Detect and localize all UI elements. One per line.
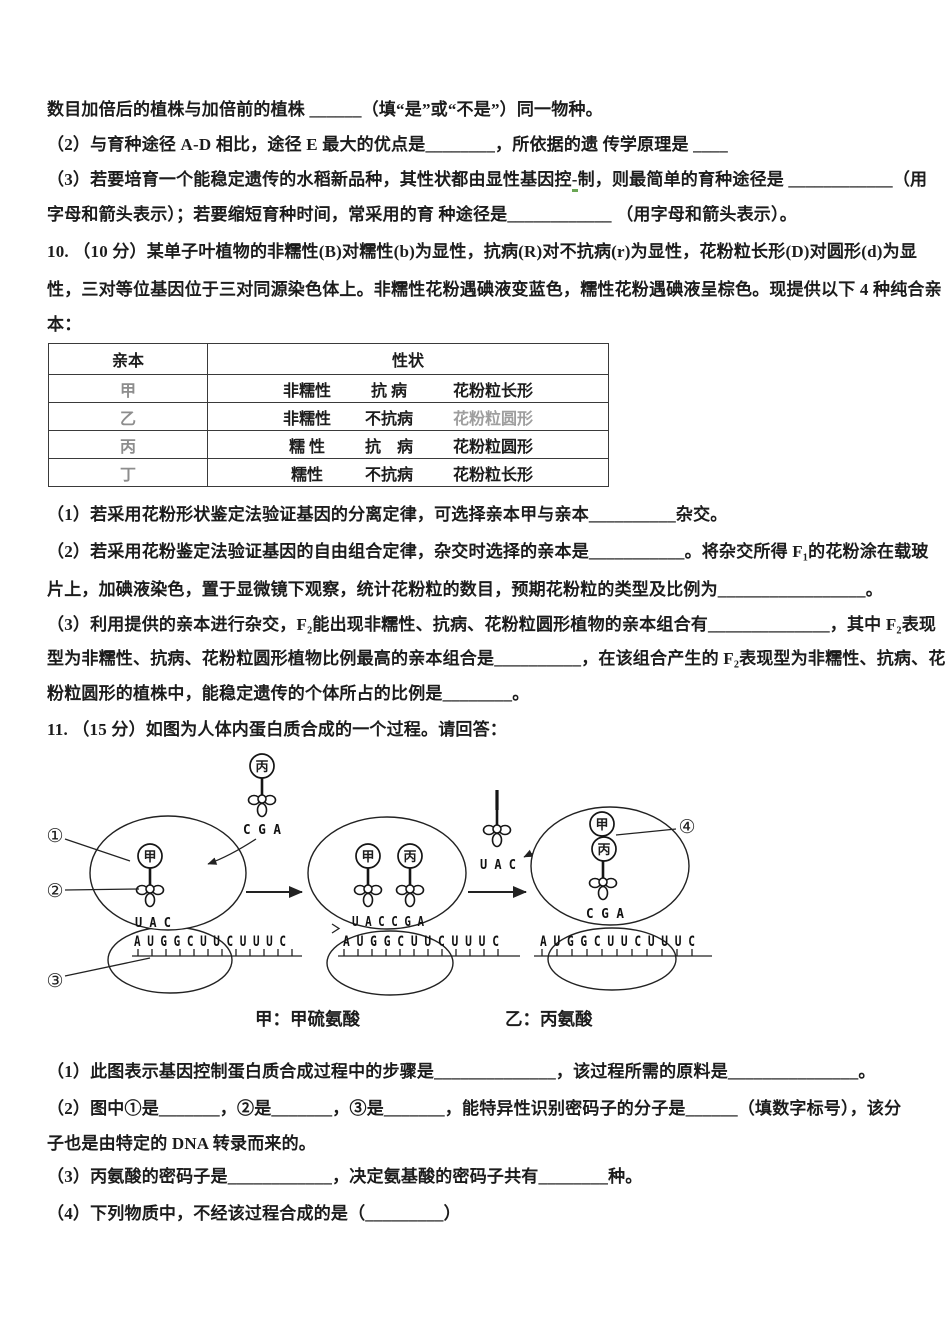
text-segment: 制，则最简单的育种途径是 ____________（用 (577, 170, 928, 189)
amino-acid-label-jia: 甲 (361, 849, 374, 864)
ribosome-large-subunit (307, 816, 467, 930)
text-line-q11-s4: （4）下列物质中，不经该过程合成的是（_________） (47, 1204, 461, 1223)
translation-diagram-svg: A U G G C U U C U U U C U A C 甲 丙 C G A … (46, 753, 712, 1029)
table-row: 甲 非糯性 抗 病 花粉粒长形 (48, 374, 609, 403)
parent-cell: 丙 (48, 430, 208, 459)
text-segment: （3）若要培育一个能稳定遗传的水稻新品种，其性状都由显性基因控 (47, 170, 572, 189)
text-line-q11-s2b: 子也是由特定的 DNA 转录而来的。 (47, 1134, 316, 1153)
text-line-q10-s3b: 型为非糯性、抗病、花粉粒圆形植物比例最高的亲本组合是__________，在该组… (47, 649, 946, 668)
text-line-q10-intro-2: 性，三对等位基因位于三对同源染色体上。非糯性花粉遇碘液变蓝色，糯性花粉遇碘液呈棕… (47, 280, 942, 299)
amino-acid-circle (589, 811, 615, 837)
trna-entry-arrow (207, 838, 257, 865)
amino-acid-label-bing: 丙 (597, 842, 610, 857)
trait-pollen-shape: 花粉粒圆形 (452, 438, 533, 456)
text-line-q9-4: 字母和箭头表示）；若要缩短育种时间，常采用的育 种途径是____________… (47, 205, 797, 224)
marker-4-line (615, 828, 677, 836)
parents-table: 亲本 性状 甲 非糯性抗 病花粉粒长形 乙 非糯性不抗病花粉粒圆形 丙 糯 性抗… (48, 343, 609, 487)
trait-resistance: 抗 病 (370, 382, 407, 400)
amino-acid-label-bing: 丙 (403, 849, 416, 864)
legend-methionine: 甲：甲硫氨酸 (255, 1009, 360, 1029)
parent-cell: 甲 (48, 374, 208, 403)
amino-acid-circle (397, 843, 423, 869)
text-line-q10-s1: （1）若采用花粉形状鉴定法验证基因的分离定律，可选择亲本甲与亲本________… (47, 505, 728, 524)
parent-cell: 乙 (48, 402, 208, 431)
anticodon-uac: U A C (135, 916, 171, 931)
trait-pollen-shape: 花粉粒长形 (452, 466, 533, 484)
table-row: 丁 糯性 不抗病 花粉粒长形 (48, 458, 609, 487)
ribosome-small-subunit (326, 930, 454, 996)
trait-glutinous: 糯性 (290, 466, 323, 484)
trait-resistance: 不抗病 (364, 466, 413, 484)
trait-cell: 非糯性 不抗病 花粉粒圆形 (207, 402, 609, 431)
trait-resistance: 不抗病 (364, 410, 413, 428)
text-line-q10-s2a: （2）若采用花粉鉴定法验证基因的自由组合定律，杂交时选择的亲本是________… (47, 542, 929, 561)
mrna-sequence: A U G G C U U C U U U C (540, 934, 695, 950)
trait-glutinous: 糯 性 (288, 438, 325, 456)
text-line-q9-2: （2）与育种途径 A-D 相比，途径 E 最大的优点是________，所依据的… (47, 135, 728, 154)
ribosome-small-subunit (547, 927, 677, 991)
mrna-ticks (137, 949, 293, 956)
anticodon-cga: C G A (243, 823, 281, 838)
amino-acid-circle (591, 836, 617, 862)
ribosome-large-subunit (530, 806, 690, 926)
marker-3-line (64, 957, 151, 977)
text-line-q10-s3c: 粉粒圆形的植株中，能稳定遗传的个体所占的比例是________。 (47, 684, 530, 703)
header-parent: 亲本 (48, 343, 208, 375)
trait-glutinous: 非糯性 (282, 410, 331, 428)
marker-3-icon: ③ (46, 970, 63, 992)
text-line-q9-1: 数目加倍后的植株与加倍前的植株 ______（填“是”或“不是”）同一物种。 (47, 100, 603, 119)
amino-acid-label-jia: 甲 (143, 849, 156, 864)
reading-direction-arrow (331, 923, 341, 934)
text-line-q11-intro: 11. （15 分）如图为人体内蛋白质合成的一个过程。请回答： (47, 720, 508, 739)
parent-cell: 丁 (48, 458, 208, 487)
anticodon-cga: C G A (586, 907, 624, 922)
trait-cell: 糯性 不抗病 花粉粒长形 (207, 458, 609, 487)
table-header-row: 亲本 性状 (48, 343, 609, 375)
text-line-q9-3: （3）若要培育一个能稳定遗传的水稻新品种，其性状都由显性基因控-制，则最简单的育… (47, 169, 928, 192)
trait-pollen-shape: 花粉粒长形 (452, 382, 533, 400)
text-line-q10-intro-3: 本： (47, 315, 82, 334)
mrna-ticks (541, 949, 693, 956)
trait-resistance: 抗 病 (364, 438, 413, 456)
ribosome-large-subunit (89, 815, 247, 931)
table-row: 乙 非糯性 不抗病 花粉粒圆形 (48, 402, 609, 431)
legend-alanine: 乙：丙氨酸 (505, 1009, 593, 1029)
marker-2-line (64, 888, 140, 891)
mrna-sequence: A U G G C U U C U U U C (134, 934, 286, 950)
mrna-ticks (343, 949, 499, 956)
text-line-q11-s2a: （2）图中①是_______，②是_______，③是_______，能特异性识… (47, 1099, 902, 1118)
anticodon-uac: U A C (480, 858, 516, 873)
text-line-q10-intro-1: 10. （10 分）某单子叶植物的非糯性(B)对糯性(b)为显性，抗病(R)对不… (47, 242, 918, 261)
marker-4-icon: ④ (678, 816, 695, 838)
amino-acid-label-jia: 甲 (595, 817, 608, 832)
header-trait: 性状 (207, 343, 609, 375)
amino-acid-circle (249, 753, 275, 779)
trait-cell: 糯 性 抗 病 花粉粒圆形 (207, 430, 609, 459)
marker-1-line (64, 838, 131, 862)
amino-acid-label-bing: 丙 (255, 759, 268, 774)
trait-pollen-shape: 花粉粒圆形 (452, 410, 533, 428)
amino-acid-circle (137, 843, 163, 869)
text-line-q11-s1: （1）此图表示基因控制蛋白质合成过程中的步骤是______________，该过… (47, 1062, 876, 1081)
text-line-q10-s3a: （3）利用提供的亲本进行杂交，F₂能出现非糯性、抗病、花粉粒圆形植物的亲本组合有… (47, 615, 937, 634)
text-line-q11-s3: （3）丙氨酸的密码子是____________，决定氨基酸的密码子共有_____… (47, 1167, 643, 1186)
text-line-q10-s2b: 片上，加碘液染色，置于显微镜下观察，统计花粉粒的数目，预期花粉粒的类型及比例为_… (47, 580, 883, 599)
table-row: 丙 糯 性 抗 病 花粉粒圆形 (48, 430, 609, 459)
mrna-sequence: A U G G C U U C U U U C (343, 934, 499, 950)
amino-acid-circle (355, 843, 381, 869)
translation-diagram: A U G G C U U C U U U C U A C 甲 丙 C G A … (40, 753, 920, 1045)
hyphen-artifact: - (571, 170, 578, 192)
anticodon-uaccga: U A C C G A (352, 915, 424, 930)
trait-cell: 非糯性 抗 病 花粉粒长形 (207, 374, 609, 403)
marker-1-icon: ① (46, 825, 63, 847)
trait-glutinous: 非糯性 (282, 382, 331, 400)
marker-2-icon: ② (46, 880, 63, 902)
